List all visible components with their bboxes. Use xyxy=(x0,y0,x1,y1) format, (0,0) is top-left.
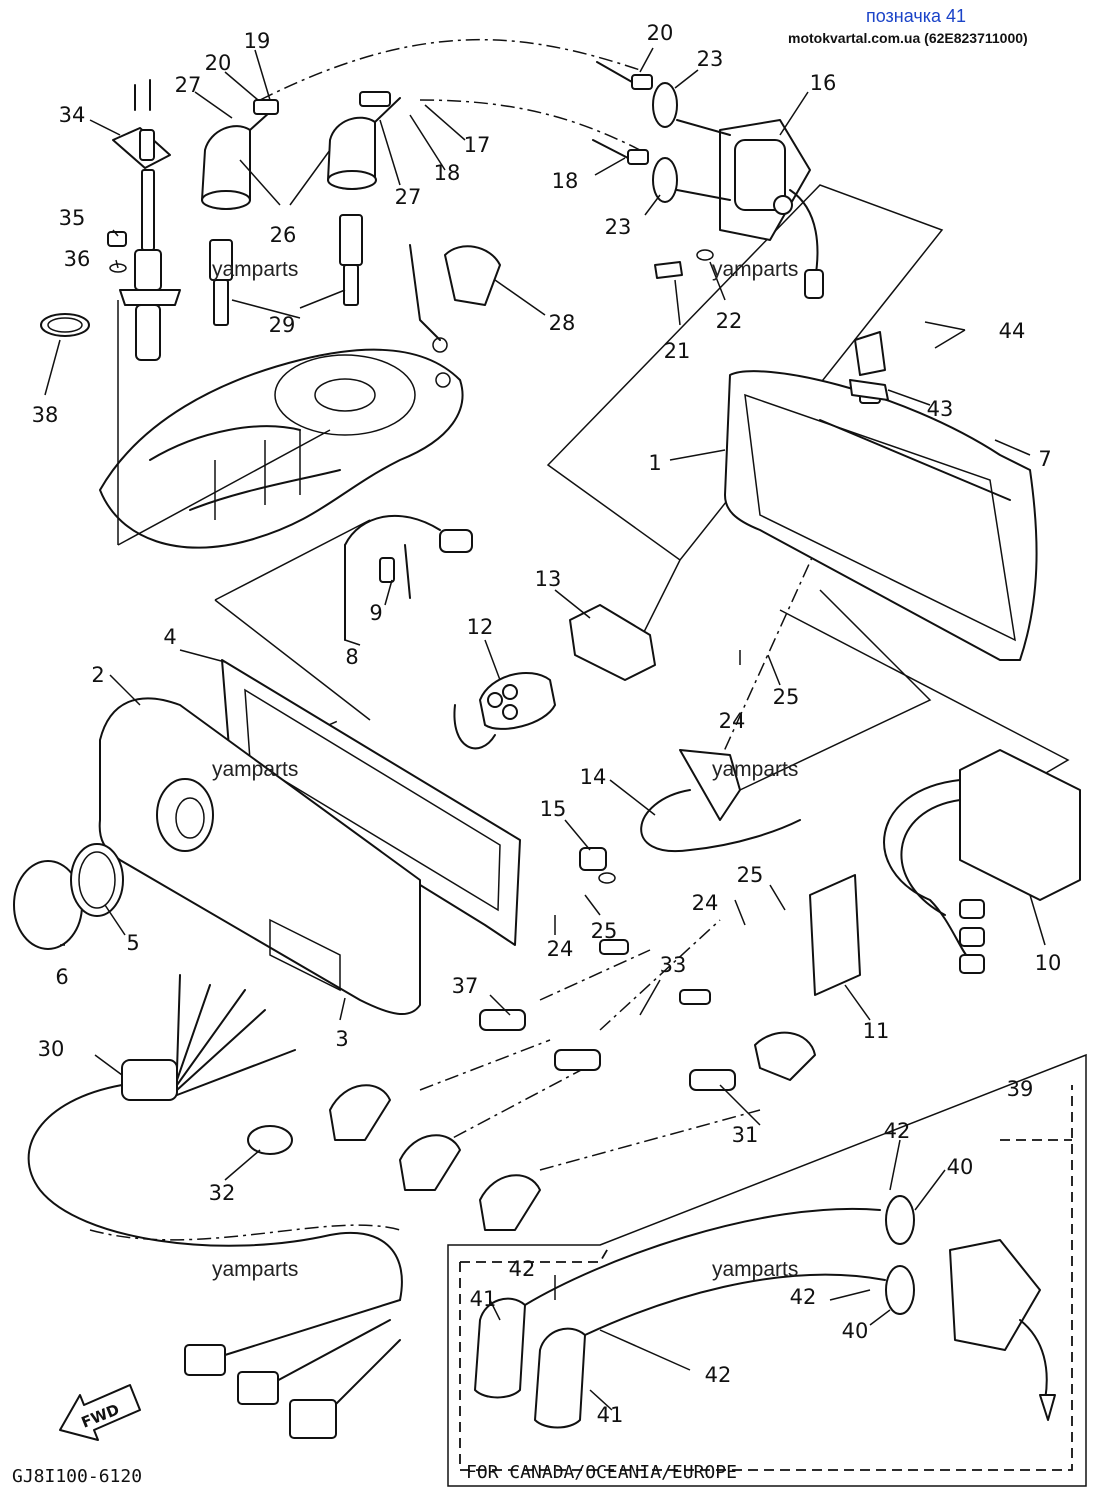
callout-38: 38 xyxy=(32,403,59,427)
callout-25: 25 xyxy=(591,919,618,943)
callout-42: 42 xyxy=(705,1363,732,1387)
callout-14: 14 xyxy=(580,765,607,789)
regional-variant-coils xyxy=(474,1195,1056,1429)
callout-13: 13 xyxy=(535,567,562,591)
callout-9: 9 xyxy=(369,601,382,625)
callout-12: 12 xyxy=(467,615,494,639)
watermark: yamparts xyxy=(712,758,799,781)
callout-19: 19 xyxy=(244,29,271,53)
callout-18: 18 xyxy=(552,169,579,193)
callout-44: 44 xyxy=(999,319,1026,343)
callout-25: 25 xyxy=(737,863,764,887)
callout-43: 43 xyxy=(927,397,954,421)
callout-numbers: 34 19 20 27 26 27 18 17 20 23 16 18 23 2… xyxy=(32,21,1062,1427)
callout-1: 1 xyxy=(648,451,661,475)
callout-34: 34 xyxy=(59,103,86,127)
callout-42: 42 xyxy=(790,1285,817,1309)
callout-30: 30 xyxy=(38,1037,65,1061)
callout-24: 24 xyxy=(547,937,574,961)
callout-26: 26 xyxy=(270,223,297,247)
callout-35: 35 xyxy=(59,206,86,230)
callout-24: 24 xyxy=(692,891,719,915)
callout-36: 36 xyxy=(64,247,91,271)
watermark: yamparts xyxy=(212,1258,299,1281)
callout-37: 37 xyxy=(452,974,479,998)
callout-41: 41 xyxy=(597,1403,624,1427)
callout-20: 20 xyxy=(647,21,674,45)
watermark: yamparts xyxy=(712,258,799,281)
callout-16: 16 xyxy=(810,71,837,95)
callout-2: 2 xyxy=(91,663,104,687)
leader-lines xyxy=(44,47,1046,1411)
callout-23: 23 xyxy=(697,47,724,71)
connectors-12-13 xyxy=(453,604,656,750)
plug-caps-and-spark-plugs xyxy=(201,91,401,326)
callout-10: 10 xyxy=(1035,951,1062,975)
callout-29: 29 xyxy=(269,313,296,337)
callout-42: 42 xyxy=(509,1257,536,1281)
watermark: yamparts xyxy=(712,1258,799,1281)
wire-harness xyxy=(27,974,403,1439)
callout-40: 40 xyxy=(947,1155,974,1179)
electrical-box xyxy=(724,331,1038,661)
ignition-coil-assembly xyxy=(592,61,824,299)
callout-39: 39 xyxy=(1007,1077,1034,1101)
callout-11: 11 xyxy=(863,1019,890,1043)
callout-25: 25 xyxy=(773,685,800,709)
engine-housing-sketch xyxy=(99,348,464,549)
callout-5: 5 xyxy=(126,931,139,955)
reference-lines xyxy=(89,38,1087,1487)
callout-6: 6 xyxy=(55,965,68,989)
diagram-title: позначка 41 xyxy=(866,6,967,26)
callout-31: 31 xyxy=(732,1123,759,1147)
callout-27: 27 xyxy=(395,185,422,209)
callout-4: 4 xyxy=(163,625,176,649)
fwd-arrow: FWD xyxy=(59,1384,141,1441)
callout-21: 21 xyxy=(664,339,691,363)
callout-17: 17 xyxy=(464,133,491,157)
callout-27: 27 xyxy=(175,73,202,97)
left-sensor-assembly xyxy=(40,79,181,361)
wire-loop-and-clamp xyxy=(579,749,801,884)
callout-7: 7 xyxy=(1038,447,1051,471)
callout-33: 33 xyxy=(660,953,687,977)
callout-32: 32 xyxy=(209,1181,236,1205)
diagram-code: GJ8I100-6120 xyxy=(12,1466,142,1487)
callout-42: 42 xyxy=(884,1119,911,1143)
watermark: yamparts xyxy=(212,758,299,781)
callout-40: 40 xyxy=(842,1319,869,1343)
site-caption: motokvartal.com.ua (62E823711000) xyxy=(788,30,1028,46)
region-note: FOR CANADA/OCEANIA/EUROPE xyxy=(466,1462,737,1483)
plug-leads xyxy=(329,939,816,1231)
callout-41: 41 xyxy=(470,1287,497,1311)
callout-22: 22 xyxy=(716,309,743,333)
callout-8: 8 xyxy=(345,645,358,669)
callout-20: 20 xyxy=(205,51,232,75)
cover-and-gasket xyxy=(13,659,521,1016)
cdi-module xyxy=(809,749,1081,996)
callout-28: 28 xyxy=(549,311,576,335)
callout-23: 23 xyxy=(605,215,632,239)
wire-sensors xyxy=(344,244,501,641)
callout-3: 3 xyxy=(335,1027,348,1051)
callout-18: 18 xyxy=(434,161,461,185)
callout-24: 24 xyxy=(719,709,746,733)
callout-15: 15 xyxy=(540,797,567,821)
watermark: yamparts xyxy=(212,258,299,281)
